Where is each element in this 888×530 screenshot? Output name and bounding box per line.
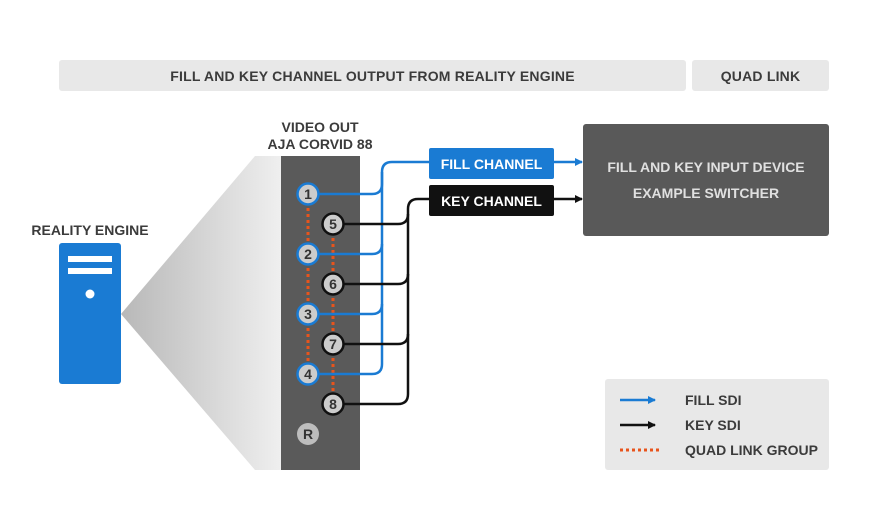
fill-port-3: 3 <box>296 302 320 326</box>
legend-fill-sdi: FILL SDI <box>685 392 742 408</box>
server-label: REALITY ENGINE <box>31 222 149 238</box>
fill-port-2-label: 2 <box>304 246 312 262</box>
projection-fan <box>121 156 281 470</box>
fill-channel-tag: FILL CHANNEL <box>429 148 554 179</box>
fill-port-1: 1 <box>296 182 320 206</box>
key-cables <box>333 195 583 406</box>
main-title-bar: FILL AND KEY CHANNEL OUTPUT FROM REALITY… <box>59 60 686 91</box>
legend-key-sdi: KEY SDI <box>685 417 741 433</box>
quad-link-title-bar: QUAD LINK <box>692 60 829 91</box>
device-line2: EXAMPLE SWITCHER <box>632 185 780 201</box>
key-port-8-label: 8 <box>329 396 337 412</box>
ref-port: R <box>297 423 319 445</box>
key-port-7-label: 7 <box>329 336 337 352</box>
key-port-8: 8 <box>321 392 345 416</box>
card-title-line1: VIDEO OUT <box>281 119 359 135</box>
server-tower-icon <box>59 243 121 384</box>
fill-port-3-label: 3 <box>304 306 312 322</box>
key-channel-label: KEY CHANNEL <box>441 192 542 209</box>
device-line1: FILL AND KEY INPUT DEVICE <box>607 159 805 175</box>
main-title: FILL AND KEY CHANNEL OUTPUT FROM REALITY… <box>170 67 575 84</box>
key-channel-tag: KEY CHANNEL <box>429 185 554 216</box>
key-port-5-label: 5 <box>329 216 337 232</box>
fill-port-4: 4 <box>296 362 320 386</box>
key-port-7: 7 <box>321 332 345 356</box>
legend-quad-link-group: QUAD LINK GROUP <box>685 442 818 458</box>
card-title-line2: AJA CORVID 88 <box>267 136 373 152</box>
quad-link-title: QUAD LINK <box>720 67 801 84</box>
fill-key-input-device: FILL AND KEY INPUT DEVICE EXAMPLE SWITCH… <box>583 124 829 236</box>
card-title: VIDEO OUT AJA CORVID 88 <box>250 119 390 153</box>
ref-port-label: R <box>303 426 313 442</box>
key-port-6: 6 <box>321 272 345 296</box>
fill-cables <box>308 158 583 376</box>
fill-channel-label: FILL CHANNEL <box>440 155 543 172</box>
fill-port-1-label: 1 <box>304 186 312 202</box>
key-port-6-label: 6 <box>329 276 337 292</box>
key-port-5: 5 <box>321 212 345 236</box>
fill-port-4-label: 4 <box>304 366 312 382</box>
fill-port-2: 2 <box>296 242 320 266</box>
